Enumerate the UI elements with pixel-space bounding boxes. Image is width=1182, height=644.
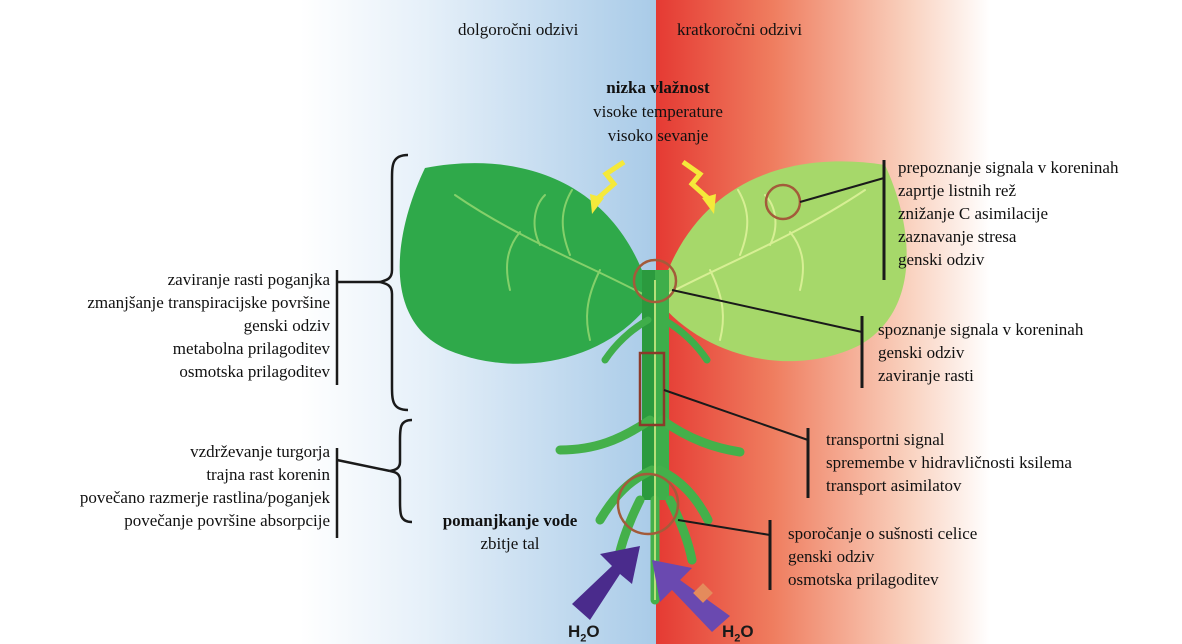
water-label-o: O [586, 622, 599, 641]
list-item: zaznavanje stresa [898, 225, 1182, 248]
long-term-header: dolgoročni odzivi [458, 20, 578, 40]
left-shoot-responses: zaviranje rasti poganjka zmanjšanje tran… [0, 268, 330, 383]
right-node-responses: spoznanje signala v koreninah genski odz… [878, 318, 1178, 387]
stress-soil-compaction: zbitje tal [410, 531, 610, 554]
list-item: zaprtje listnih rež [898, 179, 1182, 202]
water-label-h: H [568, 622, 580, 641]
water-label-o: O [740, 622, 753, 641]
stress-low-humidity: nizka vlažnost [498, 76, 818, 100]
right-leaf-responses: prepoznanje signala v koreninah zaprtje … [898, 156, 1182, 271]
list-item: genski odziv [0, 314, 330, 337]
list-item: spremembe v hidravličnosti ksilema [826, 451, 1176, 474]
short-term-header: kratkoročni odzivi [677, 20, 802, 40]
list-item: sporočanje o sušnosti celice [788, 522, 1088, 545]
left-root-responses: vzdrževanje turgorja trajna rast korenin… [0, 440, 330, 532]
list-item: zaviranje rasti [878, 364, 1178, 387]
list-item: genski odziv [878, 341, 1178, 364]
stress-high-radiation: visoko sevanje [498, 124, 818, 148]
right-root-responses: sporočanje o sušnosti celice genski odzi… [788, 522, 1088, 591]
list-item: zaviranje rasti poganjka [0, 268, 330, 291]
water-label-left: H2O [568, 622, 600, 644]
list-item: genski odziv [788, 545, 1088, 568]
list-item: spoznanje signala v koreninah [878, 318, 1178, 341]
stress-water-shortage: pomanjkanje vode [410, 508, 610, 531]
list-item: znižanje C asimilacije [898, 202, 1182, 225]
list-item: zmanjšanje transpiracijske površine [0, 291, 330, 314]
list-item: transportni signal [826, 428, 1176, 451]
list-item: osmotska prilagoditev [0, 360, 330, 383]
bottom-stress-block: pomanjkanje vode zbitje tal [410, 508, 610, 554]
stress-high-temperature: visoke temperature [498, 100, 818, 124]
list-item: trajna rast korenin [0, 463, 330, 486]
list-item: povečanje površine absorpcije [0, 509, 330, 532]
list-item: prepoznanje signala v koreninah [898, 156, 1182, 179]
water-label-h: H [722, 622, 734, 641]
list-item: osmotska prilagoditev [788, 568, 1088, 591]
water-label-right: H2O [722, 622, 754, 644]
top-stress-block: nizka vlažnost visoke temperature visoko… [498, 76, 818, 148]
list-item: vzdrževanje turgorja [0, 440, 330, 463]
list-item: povečano razmerje rastlina/poganjek [0, 486, 330, 509]
list-item: transport asimilatov [826, 474, 1176, 497]
list-item: metabolna prilagoditev [0, 337, 330, 360]
list-item: genski odziv [898, 248, 1182, 271]
right-stem-responses: transportni signal spremembe v hidravlič… [826, 428, 1176, 497]
